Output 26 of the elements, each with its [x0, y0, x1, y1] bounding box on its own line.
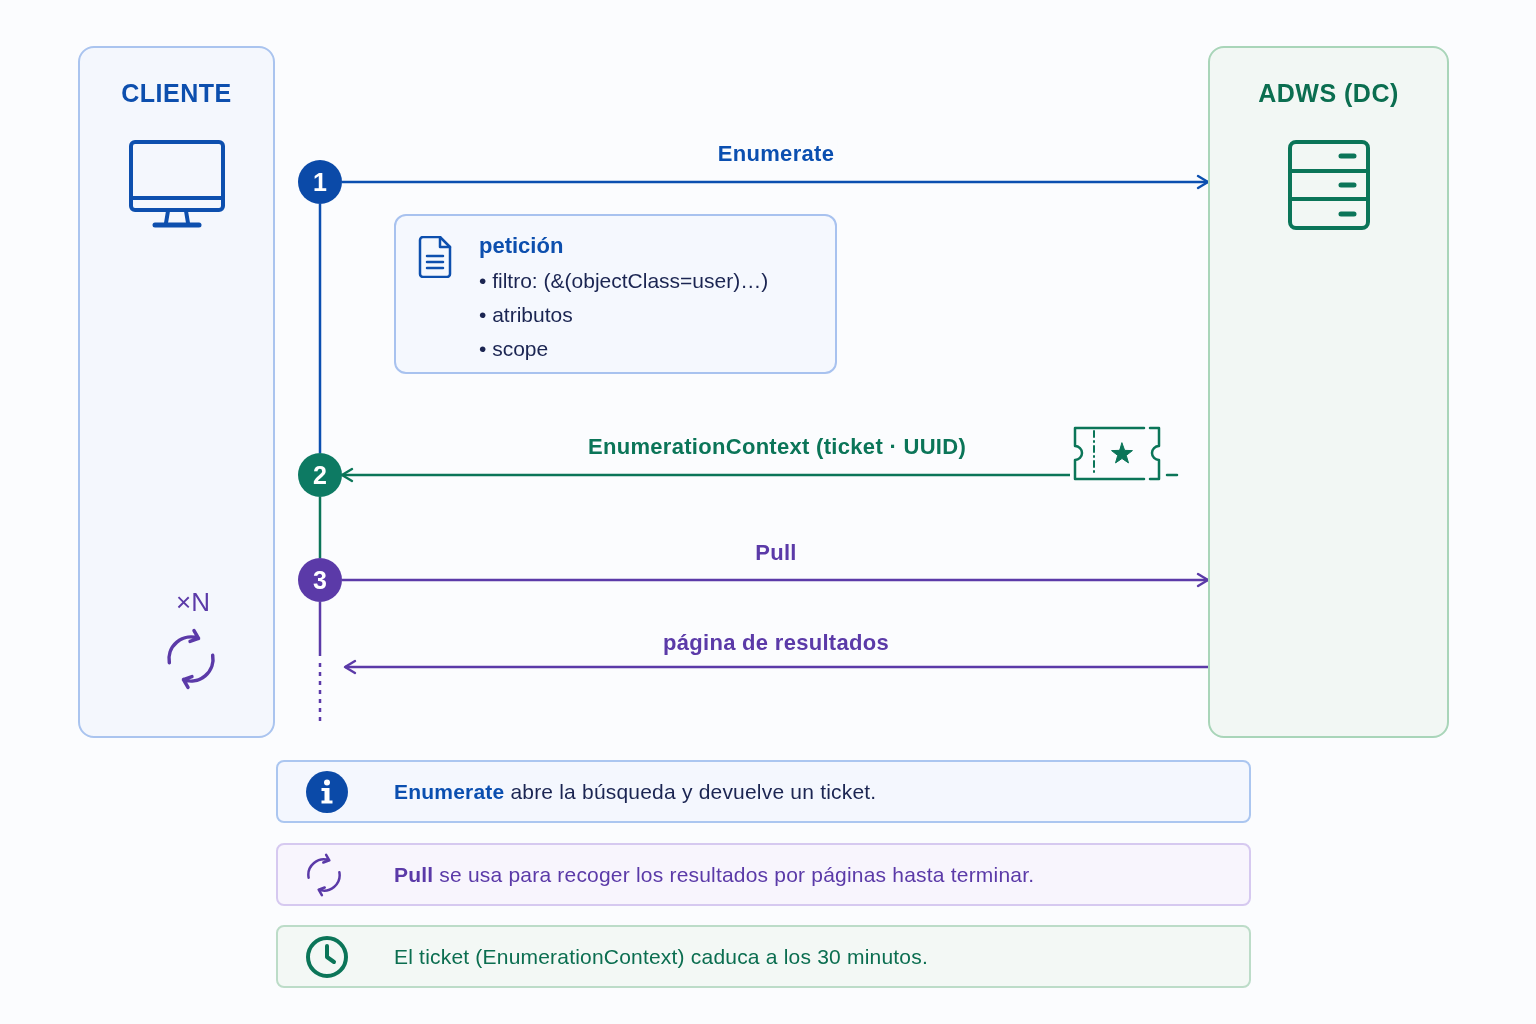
note-box: [276, 843, 1251, 906]
lifeline-segment: [318, 602, 322, 722]
panel-title: CLIENTE: [121, 78, 232, 109]
list-item: • scope: [479, 336, 550, 362]
request-card: [394, 214, 837, 374]
card-heading: petición: [479, 232, 565, 260]
lifeline-segment: [318, 497, 322, 558]
note-text: Pull se usa para recoger los resultados por páginas hasta terminar.: [394, 861, 1035, 888]
repeat-count-label: ×N: [176, 586, 210, 618]
message-arrow: [342, 572, 1210, 588]
list-item: • atributos: [479, 302, 574, 328]
note-text: El ticket (EnumerationContext) caduca a los 30 minutos.: [394, 943, 928, 970]
lifeline-segment: [318, 204, 322, 453]
note-text: Enumerate abre la búsqueda y devuelve un ticket.: [394, 778, 877, 805]
participant-panel: [78, 46, 275, 738]
message-arrow: [342, 174, 1210, 190]
step-number-marker: 1: [298, 160, 342, 204]
step-number-marker: 2: [298, 453, 342, 497]
participant-panel: [1208, 46, 1449, 738]
panel-title: ADWS (DC): [1258, 78, 1399, 109]
step-number-marker: 3: [298, 558, 342, 602]
note-box: [276, 760, 1251, 823]
message-arrow: [343, 659, 1208, 675]
message-arrow: [340, 467, 1070, 483]
note-box: [276, 925, 1251, 988]
list-item: • filtro: (&(objectClass=user)…): [479, 268, 769, 294]
